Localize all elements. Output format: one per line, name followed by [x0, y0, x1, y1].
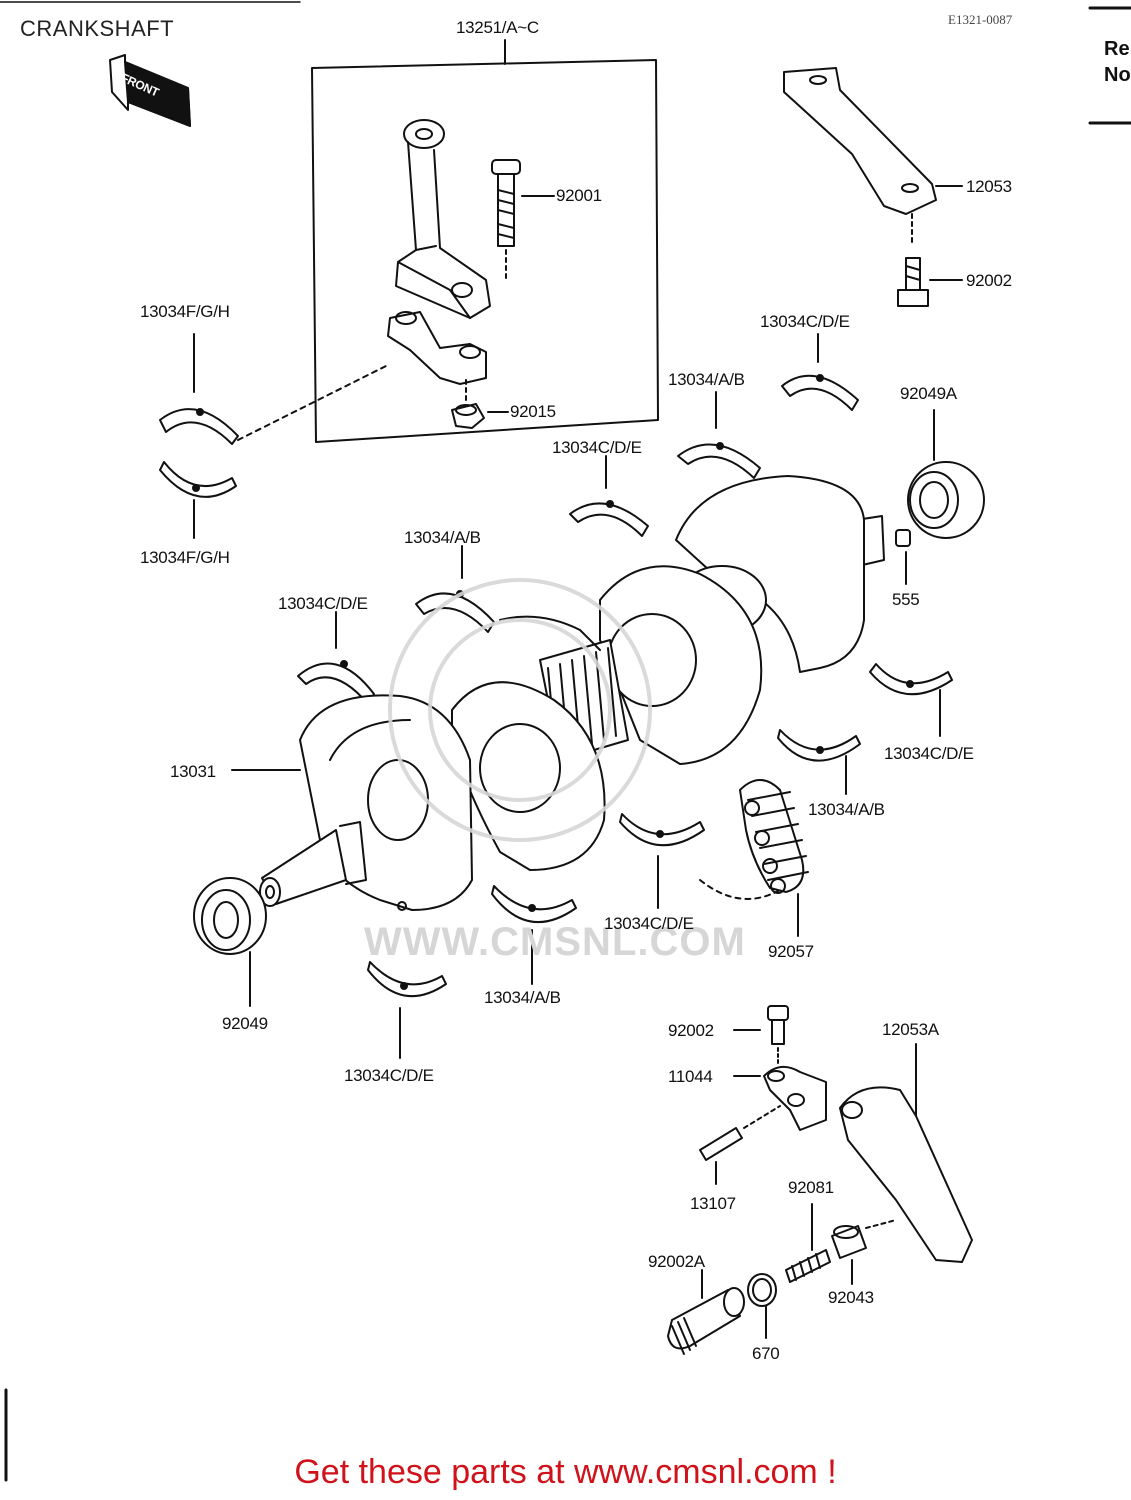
- part-label-13034cde-5[interactable]: 13034C/D/E: [604, 914, 694, 933]
- part-label-92002-mid[interactable]: 92002: [668, 1021, 714, 1040]
- conrod-assembly-box: [311, 59, 659, 443]
- part-label-13034cde-6[interactable]: 13034C/D/E: [344, 1066, 434, 1085]
- watermark-logo: [388, 578, 652, 842]
- main-bearing-shell-7: [869, 663, 953, 737]
- bolt-92002-top: [897, 257, 963, 307]
- main-bearing-shell-8: [619, 813, 705, 909]
- part-label-92081[interactable]: 92081: [788, 1178, 834, 1197]
- part-label-11044[interactable]: 11044: [668, 1067, 713, 1086]
- part-label-13034ab-4[interactable]: 13034/A/B: [484, 988, 561, 1007]
- chain-guide-bottom: [839, 1043, 973, 1263]
- part-label-13107[interactable]: 13107: [690, 1194, 736, 1213]
- part-label-13034ab-3[interactable]: 13034/A/B: [808, 800, 885, 819]
- oil-seal-right: [907, 409, 985, 539]
- watermark-text: WWW.CMSNL.COM: [364, 920, 746, 964]
- footer-cta-link[interactable]: Get these parts at www.cmsnl.com !: [294, 1453, 837, 1491]
- main-bearing-shell-5: [297, 611, 375, 705]
- main-bearing-shell-9: [491, 885, 577, 985]
- part-label-92049a[interactable]: 92049A: [900, 384, 957, 403]
- rod-nut: [451, 379, 509, 429]
- side-reference-note: Re No: [1104, 36, 1131, 88]
- page-title: CRANKSHAFT: [20, 16, 175, 41]
- part-label-92001[interactable]: 92001: [556, 186, 602, 205]
- part-label-13034cde-1[interactable]: 13034C/D/E: [760, 312, 850, 331]
- plug-92002a: [667, 1269, 745, 1355]
- rod-bearing-lower: [159, 461, 237, 498]
- part-label-92057[interactable]: 92057: [768, 942, 814, 961]
- rod-cap: [387, 311, 487, 385]
- main-bearing-shell-10: [367, 961, 447, 1059]
- pin-13107: [699, 1105, 781, 1185]
- main-bearing-shell-1: [781, 333, 859, 411]
- main-bearing-shell-2: [677, 391, 761, 479]
- part-label-13034ab-1[interactable]: 13034/A/B: [668, 370, 745, 389]
- part-label-555[interactable]: 555: [892, 590, 920, 609]
- rod-bolt: [491, 159, 555, 279]
- o-ring-670: [747, 1273, 777, 1339]
- part-label-12053[interactable]: 12053: [966, 177, 1012, 196]
- plunger-92043: [831, 1219, 897, 1285]
- part-label-92002a[interactable]: 92002A: [648, 1252, 705, 1271]
- part-label-13034fgh-top[interactable]: 13034F/G/H: [140, 302, 230, 321]
- part-label-13034cde-2[interactable]: 13034C/D/E: [552, 438, 642, 457]
- side-ref-line-1: Re: [1104, 38, 1130, 60]
- bracket-11044: [733, 1065, 827, 1131]
- part-label-13034fgh-bottom[interactable]: 13034F/G/H: [140, 548, 230, 567]
- connecting-rod: [395, 119, 491, 319]
- main-bearing-shell-6: [777, 729, 861, 795]
- side-ref-line-2: No: [1104, 64, 1131, 86]
- spring-92081: [785, 1203, 831, 1283]
- part-label-13031[interactable]: 13031: [170, 762, 216, 781]
- diagram-code: E1321-0087: [948, 12, 1013, 27]
- part-label-92049[interactable]: 92049: [222, 1014, 268, 1033]
- part-label-13034cde-3[interactable]: 13034C/D/E: [278, 594, 368, 613]
- part-label-670[interactable]: 670: [752, 1344, 780, 1363]
- part-label-12053a[interactable]: 12053A: [882, 1020, 939, 1039]
- part-label-92015[interactable]: 92015: [510, 402, 556, 421]
- part-label-13034cde-4[interactable]: 13034C/D/E: [884, 744, 974, 763]
- part-label-92002-top[interactable]: 92002: [966, 271, 1012, 290]
- part-label-13251[interactable]: 13251/A~C: [456, 18, 539, 37]
- chain-guide-top: [783, 67, 963, 245]
- main-bearing-shell-3: [569, 455, 649, 537]
- oil-seal-left: [193, 877, 267, 1007]
- part-label-92043[interactable]: 92043: [828, 1288, 874, 1307]
- cam-chain: [699, 779, 809, 937]
- front-arrow-icon: [109, 54, 191, 127]
- bolt-92002-mid: [733, 1005, 789, 1065]
- dowel-pin-555: [895, 529, 911, 585]
- rod-bearing-upper: [159, 408, 239, 445]
- part-label-13034ab-2[interactable]: 13034/A/B: [404, 528, 481, 547]
